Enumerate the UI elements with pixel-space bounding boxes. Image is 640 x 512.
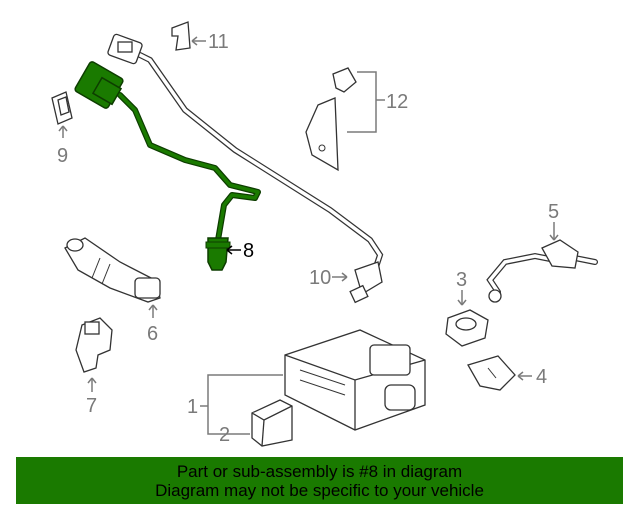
- part-12-bracket[interactable]: [305, 67, 357, 172]
- part-6-sensor[interactable]: [64, 237, 161, 303]
- callout-5: 5: [548, 201, 559, 223]
- part-7-sensor[interactable]: [75, 317, 113, 373]
- callout-8: 8: [243, 240, 254, 262]
- info-banner: Part or sub-assembly is #8 in diagram Di…: [16, 457, 623, 504]
- part-10-oxygen-sensor[interactable]: [107, 33, 384, 304]
- part-2-filter[interactable]: [251, 399, 293, 447]
- part-8-oxygen-sensor-highlighted[interactable]: [74, 61, 261, 271]
- part-1-canister[interactable]: [284, 329, 426, 431]
- part-4-bracket[interactable]: [467, 355, 516, 391]
- callout-10: 10: [309, 267, 331, 289]
- parts-diagram: 11 12 9 8 10 6 7 5 3 4 1 2: [51, 21, 598, 447]
- callout-labels: 11 12 9 8 10 6 7 5 3 4 1 2: [57, 31, 559, 446]
- leader-lines: [58, 36, 559, 435]
- callout-2: 2: [219, 424, 230, 446]
- callout-12: 12: [386, 91, 408, 113]
- callout-1: 1: [187, 396, 198, 418]
- part-5-hose[interactable]: [486, 239, 598, 303]
- banner-line-part: Part or sub-assembly is #8 in diagram: [176, 461, 463, 481]
- part-9-clip[interactable]: [51, 91, 73, 125]
- callout-3: 3: [456, 269, 467, 291]
- callout-9: 9: [57, 145, 68, 167]
- callout-6: 6: [147, 323, 158, 345]
- callout-7: 7: [86, 395, 97, 417]
- banner-line-disclaimer: Diagram may not be specific to your vehi…: [155, 480, 484, 500]
- callout-4: 4: [536, 366, 547, 388]
- callout-11: 11: [208, 31, 229, 53]
- part-11-clip[interactable]: [171, 21, 191, 51]
- part-3-valve[interactable]: [445, 309, 489, 347]
